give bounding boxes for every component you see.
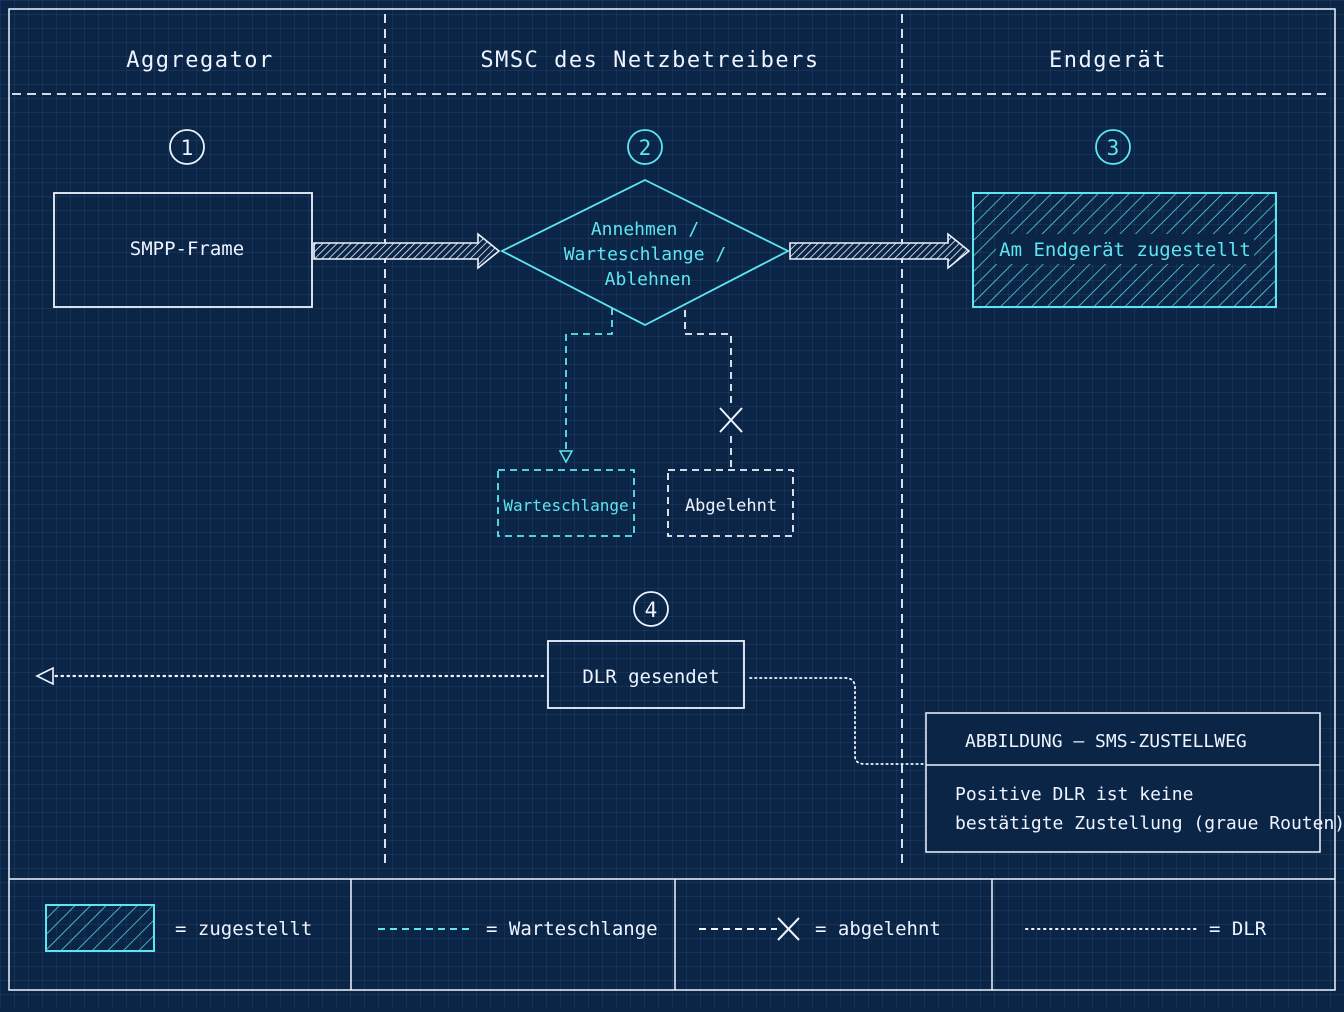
reject-x-icon [719,407,743,433]
queue-label: Warteschlange [503,496,628,515]
flow-arrow-to-smsc [313,232,501,270]
queue-path [565,308,613,452]
decision-line-1: Annehmen / [591,219,699,240]
note-connector [749,677,926,765]
decision-line-2: Warteschlange / [564,244,727,265]
queue-arrowhead [558,450,574,464]
legend-delivered-label: = zugestellt [175,918,312,940]
step-1-label: 1 [181,136,194,160]
legend-reject-x-icon [777,917,800,941]
lane-header-aggregator: Aggregator [126,48,273,73]
lane-header-device: Endgerät [1049,48,1167,73]
legend-dlr-label: = DLR [1209,918,1267,940]
note-line-1: Positive DLR ist keine [955,784,1193,805]
note-box [925,712,1321,853]
dlr-box [547,640,745,709]
dlr-label: DLR gesendet [582,666,719,688]
delivered-label-bg [996,234,1254,264]
outer-frame [8,8,1336,991]
decision-line-3: Ablehnen [605,269,692,290]
rejected-box [667,469,794,537]
flow-arrow-to-device [789,232,971,270]
smpp-frame-label: SMPP-Frame [130,238,244,260]
rejected-label: Abgelehnt [685,496,777,516]
legend-queue-label: = Warteschlange [486,918,658,940]
step-marker-3: 3 [1095,129,1131,165]
smpp-frame-box [53,192,313,308]
note-title: ABBILDUNG – SMS-ZUSTELLWEG [965,731,1247,752]
lane-header-smsc: SMSC des Netzbetreibers [480,48,819,73]
step-marker-1: 1 [169,129,205,165]
step-4-label: 4 [645,598,658,622]
step-marker-4: 4 [633,591,669,627]
legend-delivered-swatch [45,904,155,952]
step-marker-2: 2 [627,129,663,165]
legend-rejected-label: = abgelehnt [815,918,941,940]
step-2-label: 2 [639,136,652,160]
dlr-return-arrowhead [35,666,54,686]
note-line-2: bestätigte Zustellung (graue Routen) [955,813,1344,834]
step-3-label: 3 [1107,136,1120,160]
decision-diamond [500,178,790,327]
delivered-label: Am Endgerät zugestellt [999,239,1251,261]
queue-box [497,469,635,537]
reject-path [684,310,732,404]
